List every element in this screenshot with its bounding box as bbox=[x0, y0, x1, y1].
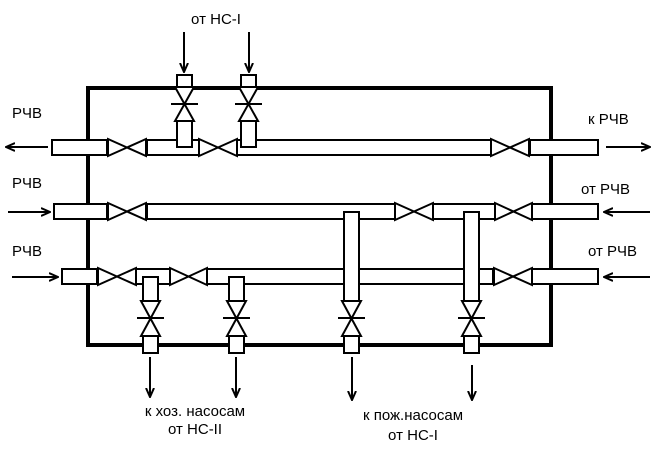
valve-h-r3-mid bbox=[169, 266, 208, 287]
valve-h-r1-right bbox=[490, 137, 530, 158]
label-left-2: РЧВ bbox=[12, 175, 43, 192]
label-bottom-left-2: от НС-II bbox=[167, 421, 223, 438]
valve-h-r1-mid bbox=[198, 137, 238, 158]
valve-v-bottom-2 bbox=[223, 300, 250, 337]
valve-h-r2-right bbox=[494, 201, 533, 222]
valve-h-r1-left bbox=[107, 137, 147, 158]
valve-h-r3-left bbox=[97, 266, 137, 287]
label-top-inlet: от НС-I bbox=[191, 11, 241, 28]
vertical-risers bbox=[142, 74, 480, 354]
valve-h-r2-left bbox=[107, 201, 147, 222]
flow-arrows bbox=[6, 32, 650, 400]
label-bottom-right-2: от НС-I bbox=[388, 427, 438, 444]
valve-v-bottom-3 bbox=[338, 300, 365, 337]
label-bottom-left-1: к хоз. насосам bbox=[144, 403, 246, 420]
label-right-3: от РЧВ bbox=[588, 243, 638, 260]
valve-h-r3-right bbox=[493, 266, 533, 287]
valve-v-bottom-4 bbox=[458, 300, 485, 337]
label-left-1: РЧВ bbox=[12, 105, 43, 122]
horizontal-valves bbox=[97, 137, 533, 287]
label-left-3: РЧВ bbox=[12, 243, 43, 260]
valve-v-top-1 bbox=[171, 86, 198, 122]
valve-v-top-2 bbox=[235, 86, 262, 122]
label-right-1: к РЧВ bbox=[588, 111, 629, 128]
label-bottom-right-1: к пож.насосам bbox=[362, 407, 464, 424]
label-right-2: от РЧВ bbox=[581, 181, 631, 198]
vertical-valves bbox=[137, 86, 485, 337]
valve-h-r2-mid bbox=[394, 201, 434, 222]
valve-v-bottom-1 bbox=[137, 300, 164, 337]
